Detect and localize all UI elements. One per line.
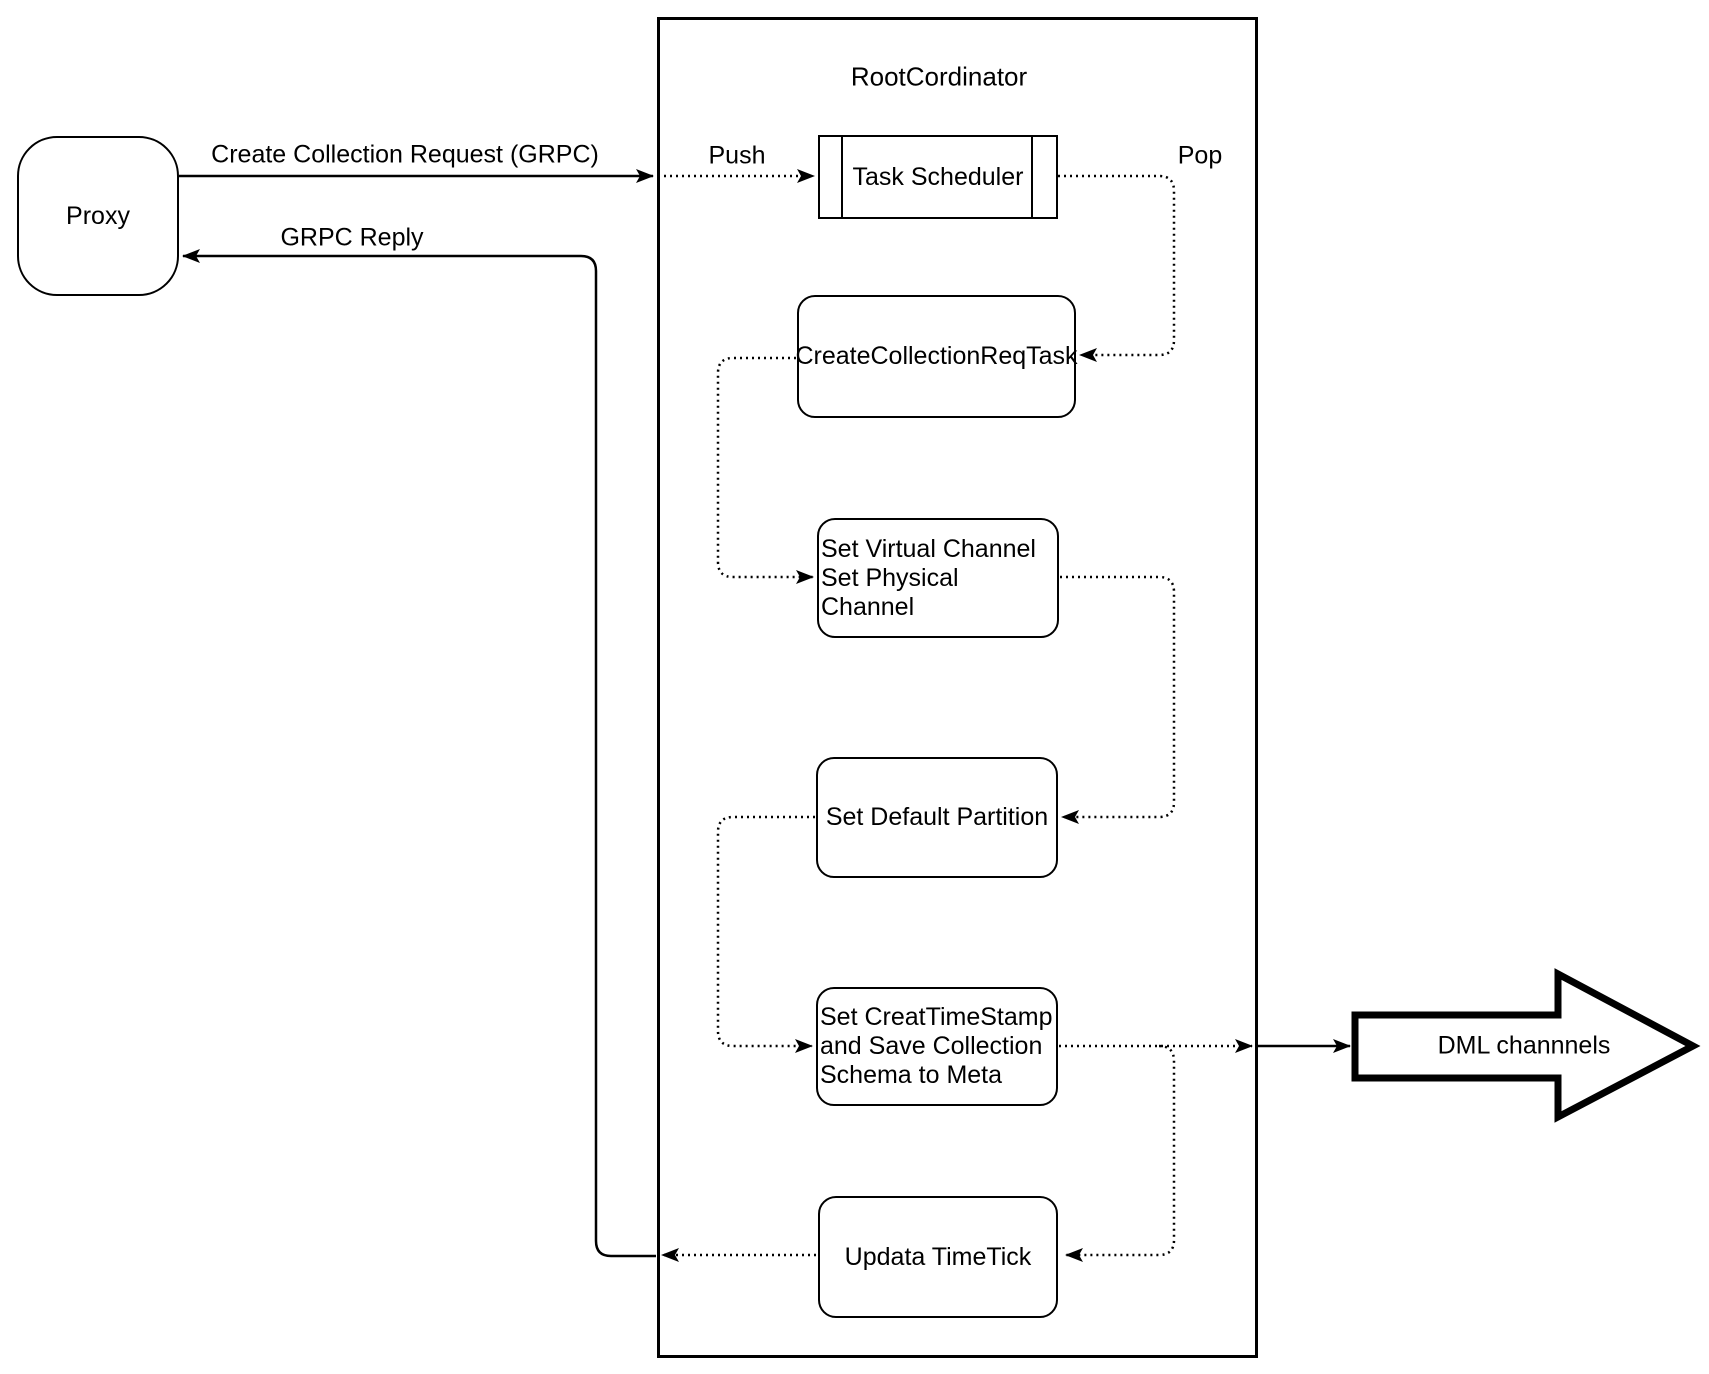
node-updata-timetick-label: Updata TimeTick — [844, 1242, 1032, 1271]
edge-grpc-reply — [182, 249, 656, 1258]
edge-channels-to-partition — [1060, 575, 1176, 824]
node-set-creat-timestamp: Set CreatTimeStamp and Save Collection S… — [816, 987, 1058, 1106]
node-set-channels: Set Virtual Channel Set Physical Channel — [817, 518, 1059, 638]
node-set-creat-timestamp-line2: and Save Collection — [820, 1032, 1043, 1060]
node-task-scheduler-label: Task Scheduler — [852, 162, 1024, 191]
edge-timestamp-to-timetick — [1065, 1044, 1176, 1262]
node-set-default-partition: Set Default Partition — [816, 757, 1058, 878]
node-set-creat-timestamp-line1: Set CreatTimeStamp — [820, 1003, 1053, 1031]
node-updata-timetick: Updata TimeTick — [818, 1196, 1058, 1318]
task-scheduler-left-bar — [841, 136, 843, 218]
node-proxy: Proxy — [17, 136, 179, 296]
edge-pop — [1058, 174, 1176, 362]
node-set-channels-line1: Set Virtual Channel — [821, 534, 1036, 563]
edge-reqtask-to-channels — [716, 356, 814, 584]
task-scheduler-right-bar — [1031, 136, 1033, 218]
node-create-collection-req-task: CreateCollectionReqTask — [795, 295, 1078, 418]
label-push: Push — [705, 141, 769, 171]
node-set-channels-line2: Set Physical Channel — [821, 563, 959, 621]
rootcordinator-title: RootCordinator — [850, 61, 1028, 92]
label-create-collection-request: Create Collection Request (GRPC) — [208, 140, 602, 170]
label-dml-channels: DML channnels — [1437, 1031, 1611, 1060]
node-create-collection-req-task-label: CreateCollectionReqTask — [795, 342, 1078, 370]
node-proxy-label: Proxy — [66, 201, 130, 230]
rootcordinator-container — [657, 17, 1258, 1358]
dml-channels-arrow-shape — [1351, 968, 1701, 1123]
node-set-creat-timestamp-line3: Schema to Meta — [820, 1061, 1003, 1089]
label-pop: Pop — [1174, 141, 1226, 171]
label-grpc-reply: GRPC Reply — [277, 223, 427, 253]
edge-partition-to-timestamp — [716, 815, 815, 1053]
node-task-scheduler: Task Scheduler — [818, 135, 1058, 219]
node-set-default-partition-label: Set Default Partition — [825, 803, 1049, 831]
